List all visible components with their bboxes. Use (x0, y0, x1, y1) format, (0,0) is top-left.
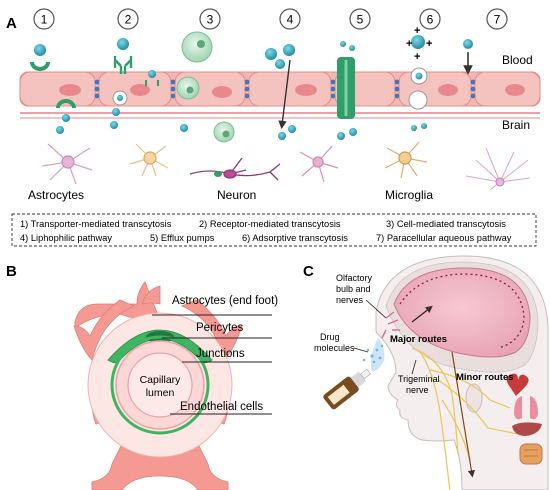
lipophilic-path (265, 44, 296, 140)
panel-b-letter: B (6, 263, 17, 280)
step-1-number: 1 (41, 13, 48, 27)
neuron-cell (189, 157, 281, 181)
astrocyte-end-foot-label: Astrocytes (end foot) (172, 295, 278, 307)
step-7-badge: 7 (486, 8, 508, 30)
pericyte-like-cell (299, 145, 339, 183)
drug-molecules-label-line2: molecules (314, 343, 355, 353)
panel-b-leaders (152, 314, 272, 415)
step-5-badge: 5 (349, 8, 371, 30)
drug-molecules-spray (362, 344, 384, 364)
nasal-spray-bottle (323, 368, 371, 410)
legend-item-1: 1) Transporter-mediated transcytosis (20, 219, 172, 229)
panel-c: C (303, 255, 549, 490)
minor-routes-label: Minor routes (456, 372, 514, 383)
junctions-label: Junctions (196, 348, 245, 360)
step-4-badge: 4 (279, 8, 301, 30)
step-3-badge: 3 (199, 8, 221, 30)
trigeminal-label-line2: nerve (406, 385, 429, 395)
step-numbers: 1 2 3 4 5 6 7 (33, 8, 508, 30)
microglia-label: Microglia (385, 188, 433, 202)
pericytes-label: Pericytes (196, 322, 244, 334)
step-6-badge: 6 (419, 8, 441, 30)
receptor-path (110, 38, 159, 129)
panel-c-letter: C (303, 263, 314, 280)
blood-label: Blood (502, 53, 533, 67)
step-2-number: 2 (125, 13, 132, 27)
step-4-number: 4 (287, 13, 294, 27)
microglia-cell-2 (465, 147, 531, 191)
brain-label: Brain (502, 118, 530, 132)
olfactory-label-line3: nerves (336, 295, 364, 305)
svg-text:+: + (414, 51, 420, 63)
liver-icon (512, 422, 542, 436)
paracellular-path (463, 39, 473, 75)
legend-item-7: 7) Paracellular aqueous pathway (376, 233, 512, 243)
lumen-label-line2: lumen (146, 387, 175, 399)
efflux-pump-path (337, 41, 357, 140)
neuron-label: Neuron (217, 188, 256, 202)
major-routes-label: Major routes (390, 334, 447, 345)
endothelial-cells-label: Endothelial cells (180, 401, 263, 413)
microglia-cell (384, 141, 428, 179)
endothelial-layer (19, 71, 541, 107)
panel-b: B Capillary lumen As (6, 263, 278, 490)
legend-item-6: 6) Adsorptive transcytosis (242, 233, 348, 243)
panel-a: A 1 2 3 4 5 (6, 8, 541, 247)
lumen-label-line1: Capillary (140, 374, 182, 386)
step-1-badge: 1 (33, 8, 55, 30)
nerve-lines (411, 347, 519, 490)
cell-mediated-path (176, 31, 235, 143)
step-2-badge: 2 (117, 8, 139, 30)
astrocyte-cell-1 (41, 143, 93, 185)
panel-a-letter: A (6, 15, 17, 32)
astrocytes-label: Astrocytes (28, 188, 84, 202)
legend-item-4: 4) Liphophilic pathway (20, 233, 112, 243)
lungs-icon (514, 396, 538, 420)
olfactory-label-line2: bulb and (336, 284, 371, 294)
step-5-number: 5 (357, 13, 364, 27)
astrocyte-cell-2 (129, 143, 169, 177)
trigeminal-label-line1: Trigeminal (398, 374, 440, 384)
pathway-legend: 1) Transporter-mediated transcytosis 2) … (11, 213, 537, 247)
legend-item-3: 3) Cell-mediated transcytosis (386, 219, 506, 229)
svg-text:+: + (414, 25, 420, 37)
drug-molecules-label-line1: Drug (320, 332, 340, 342)
olfactory-label-line1: Olfactory (336, 273, 373, 283)
svg-text:+: + (406, 38, 412, 50)
heart-icon (506, 373, 529, 396)
intestine-icon (519, 443, 543, 465)
step-6-number: 6 (427, 13, 434, 27)
legend-item-5: 5) Efflux pumps (150, 233, 215, 243)
legend-item-2: 2) Receptor-mediated transcytosis (199, 219, 341, 229)
svg-text:+: + (426, 38, 432, 50)
step-3-number: 3 (207, 13, 214, 27)
step-7-number: 7 (494, 13, 501, 27)
adsorptive-path: + + + + (406, 25, 432, 131)
transporter-path (30, 44, 76, 134)
